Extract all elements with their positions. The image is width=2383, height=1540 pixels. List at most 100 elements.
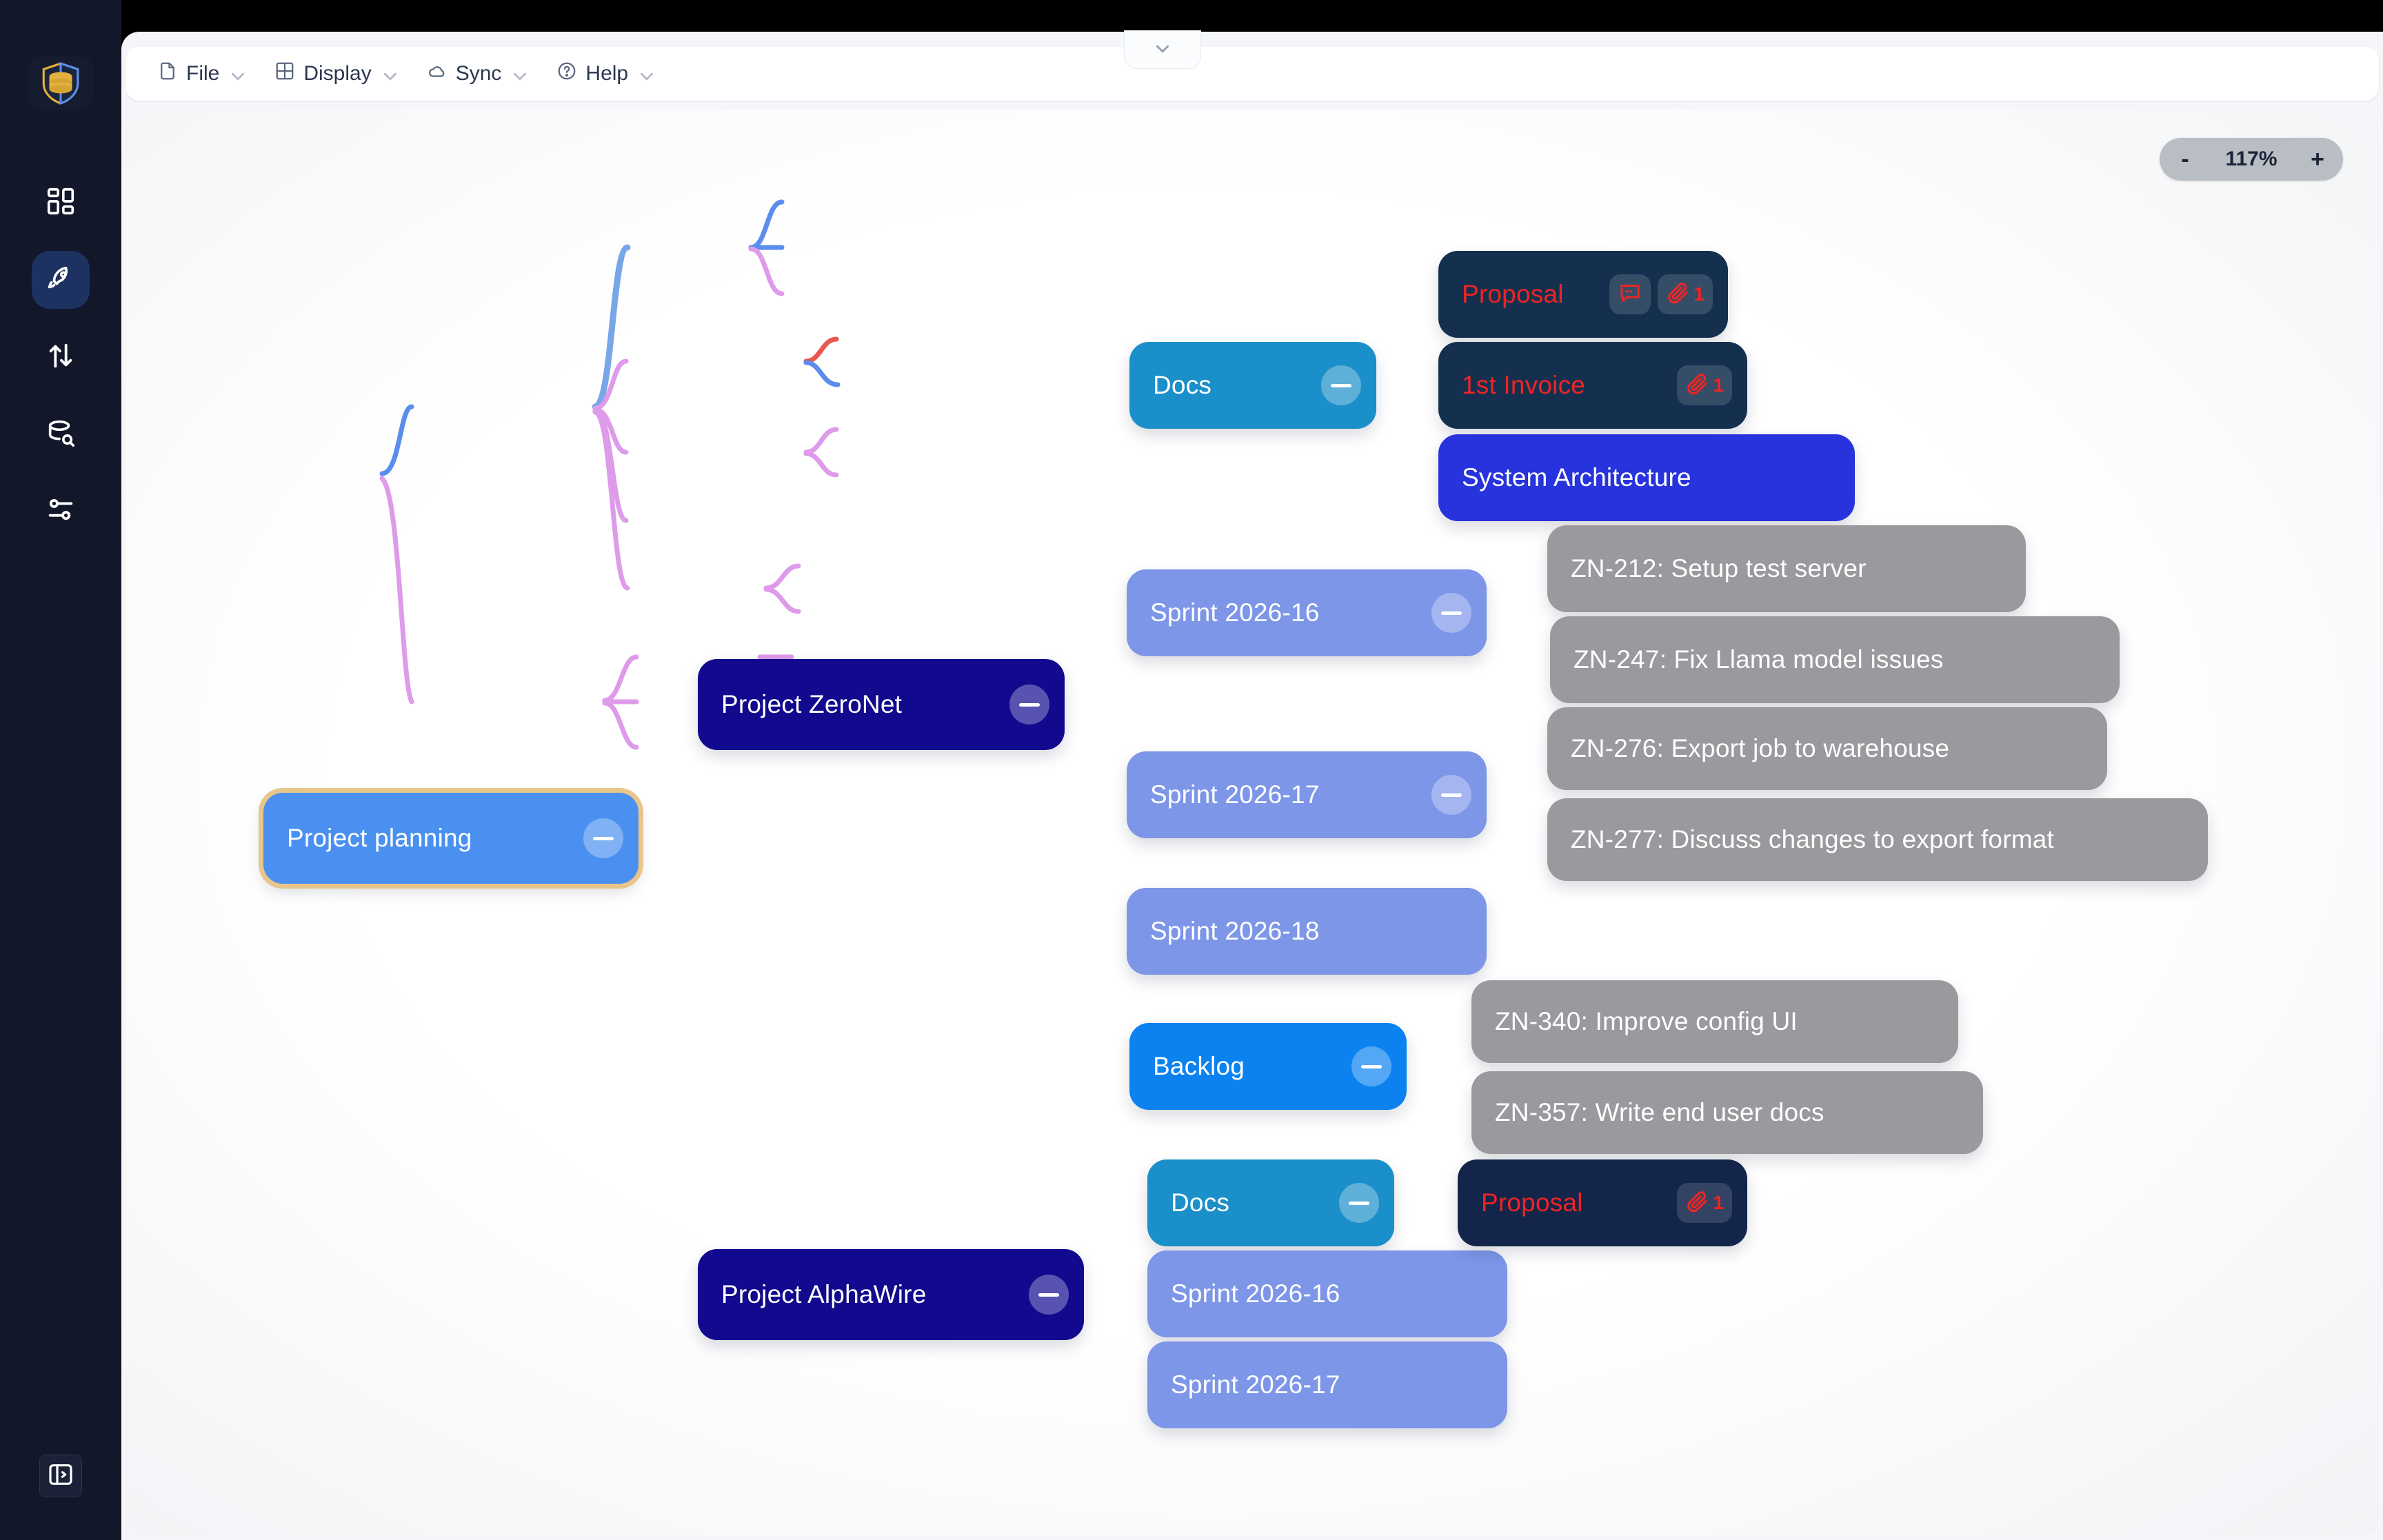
mindmap-node-zn277[interactable]: ZN-277: Discuss changes to export format: [1547, 798, 2208, 881]
node-badges: 1: [1677, 365, 1732, 405]
question-circle-icon: [556, 61, 577, 87]
mindmap-node-proposal2[interactable]: Proposal 1: [1458, 1159, 1747, 1246]
node-label: ZN-357: Write end user docs: [1495, 1098, 1824, 1126]
menu-file-label: File: [186, 62, 220, 85]
menu-sync[interactable]: Sync: [416, 55, 536, 92]
collapse-toggle-button[interactable]: [1431, 593, 1471, 633]
node-label: Proposal: [1462, 280, 1564, 308]
node-label: Sprint 2026-17: [1171, 1370, 1340, 1399]
mindmap-node-sp18[interactable]: Sprint 2026-18: [1127, 888, 1487, 975]
rail-item-settings[interactable]: [32, 483, 90, 540]
mindmap-node-zn357[interactable]: ZN-357: Write end user docs: [1471, 1071, 1983, 1154]
mindmap-node-zn247[interactable]: ZN-247: Fix Llama model issues: [1550, 616, 2120, 703]
cloud-icon: [427, 61, 448, 87]
node-label: Sprint 2026-17: [1150, 780, 1320, 809]
rail-nav: [32, 174, 90, 540]
mindmap-node-a-sp17[interactable]: Sprint 2026-17: [1147, 1341, 1507, 1428]
collapse-toggle-button[interactable]: [583, 818, 623, 858]
attachment-count: 1: [1693, 283, 1705, 305]
menu-help[interactable]: Help: [545, 55, 663, 92]
attachment-count: 1: [1713, 374, 1724, 396]
attachment-count: 1: [1713, 1192, 1724, 1213]
database-search-icon: [45, 417, 77, 452]
collapse-toggle-button[interactable]: [1351, 1046, 1391, 1086]
mindmap-node-zn212[interactable]: ZN-212: Setup test server: [1547, 525, 2026, 612]
attachment-badge[interactable]: 1: [1677, 1183, 1732, 1223]
mindmap-node-docs1[interactable]: Docs: [1129, 342, 1376, 429]
left-rail: [0, 0, 121, 1540]
node-label: Proposal: [1481, 1188, 1583, 1217]
zoom-level-value: 117%: [2225, 148, 2278, 170]
mindmap-node-zn276[interactable]: ZN-276: Export job to warehouse: [1547, 707, 2107, 790]
menu-file[interactable]: File: [146, 55, 254, 92]
attachment-badge[interactable]: 1: [1658, 274, 1713, 314]
app-logo: [28, 57, 94, 110]
node-label: ZN-277: Discuss changes to export format: [1571, 825, 2055, 853]
mindmap-node-sp16[interactable]: Sprint 2026-16: [1127, 569, 1487, 656]
node-label: Docs: [1171, 1188, 1230, 1217]
mindmap-node-a-sp16[interactable]: Sprint 2026-16: [1147, 1250, 1507, 1337]
node-label: ZN-212: Setup test server: [1571, 554, 1867, 582]
mindmap-node-backlog[interactable]: Backlog: [1129, 1023, 1407, 1110]
transfer-arrows-icon: [45, 340, 77, 375]
toolbar-collapse-tab[interactable]: [1124, 30, 1201, 69]
mindmap-node-alphawire[interactable]: Project AlphaWire: [698, 1249, 1084, 1340]
chevron-down-icon: [380, 66, 396, 81]
paperclip-icon: [1685, 372, 1710, 400]
paperclip-icon: [1685, 1189, 1710, 1217]
mindmap-node-zeronet[interactable]: Project ZeroNet: [698, 659, 1065, 750]
mindmap-node-proposal1[interactable]: Proposal 1: [1438, 251, 1728, 338]
menu-display[interactable]: Display: [263, 55, 405, 92]
mindmap-node-docs2[interactable]: Docs: [1147, 1159, 1394, 1246]
file-icon: [157, 61, 178, 87]
panel-expand-icon: [47, 1461, 74, 1492]
node-label: Project AlphaWire: [721, 1280, 927, 1308]
node-label: Docs: [1153, 371, 1212, 399]
grid-icon: [274, 61, 295, 87]
menu-sync-label: Sync: [455, 62, 502, 85]
menu-toolbar: File Display: [125, 30, 2379, 101]
mindmap-node-root[interactable]: Project planning: [263, 793, 639, 884]
node-badges: 1: [1609, 274, 1713, 314]
node-label: Project planning: [287, 824, 472, 852]
rail-item-dashboard[interactable]: [32, 174, 90, 232]
node-label: ZN-340: Improve config UI: [1495, 1007, 1798, 1035]
rail-item-rocket[interactable]: [32, 251, 90, 309]
panel-expand-button[interactable]: [39, 1455, 82, 1497]
mindmap-node-sysarch[interactable]: System Architecture: [1438, 434, 1855, 521]
zoom-out-button[interactable]: -: [2181, 145, 2189, 172]
mindmap-node-sp17[interactable]: Sprint 2026-17: [1127, 751, 1487, 838]
collapse-toggle-button[interactable]: [1431, 775, 1471, 815]
chevron-down-icon: [228, 66, 245, 81]
mindmap-canvas[interactable]: - 117% +: [125, 109, 2379, 1536]
mindmap-edges: [379, 199, 841, 750]
node-label: ZN-276: Export job to warehouse: [1571, 734, 1950, 762]
chevron-down-icon: [510, 66, 527, 81]
rocket-icon: [45, 263, 77, 298]
dashboard-icon: [45, 185, 77, 221]
node-label: ZN-247: Fix Llama model issues: [1573, 645, 1944, 673]
app-shell: File Display: [121, 30, 2383, 1540]
settings-sliders-icon: [45, 494, 77, 529]
collapse-toggle-button[interactable]: [1321, 365, 1361, 405]
rail-item-database-search[interactable]: [32, 405, 90, 463]
collapse-toggle-button[interactable]: [1339, 1183, 1379, 1223]
chevron-down-icon: [1152, 39, 1173, 63]
node-badges: 1: [1677, 1183, 1732, 1223]
node-label: Sprint 2026-16: [1171, 1279, 1340, 1308]
collapse-toggle-button[interactable]: [1009, 685, 1049, 725]
mindmap-node-zn340[interactable]: ZN-340: Improve config UI: [1471, 980, 1958, 1063]
node-label: Backlog: [1153, 1052, 1245, 1080]
paperclip-icon: [1666, 281, 1691, 309]
zoom-control: - 117% +: [2160, 138, 2343, 181]
zoom-in-button[interactable]: +: [2311, 145, 2324, 172]
note-badge[interactable]: [1609, 274, 1651, 314]
node-label: Sprint 2026-18: [1150, 917, 1320, 945]
attachment-badge[interactable]: 1: [1677, 365, 1732, 405]
node-label: Project ZeroNet: [721, 690, 903, 718]
rail-item-transfer[interactable]: [32, 328, 90, 386]
node-label: System Architecture: [1462, 463, 1691, 492]
chevron-down-icon: [636, 66, 654, 81]
collapse-toggle-button[interactable]: [1029, 1275, 1069, 1315]
